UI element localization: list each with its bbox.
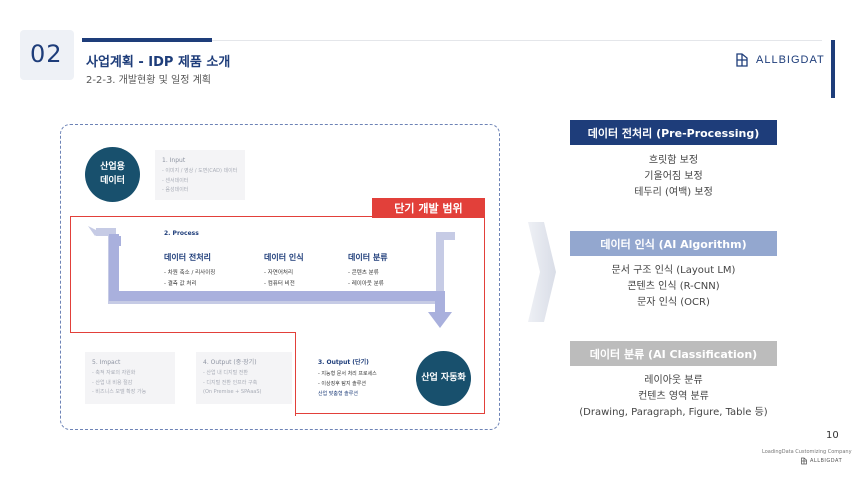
section-number: 02 [30,40,63,68]
panel-item: (Drawing, Paragraph, Figure, Table 등) [579,407,768,418]
process-column-title: 데이터 분류 [348,253,388,262]
impact-item: - 축적 자료의 자원화 [92,370,136,377]
logo-text: ALLBIGDAT [756,54,825,66]
process-column-title: 데이터 전처리 [164,253,211,262]
panel-item: 레이아웃 분류 [644,375,703,386]
header-divider [212,40,822,41]
process-item: - 자연어처리 [264,270,294,276]
output-short-link: 산업 맞춤형 솔루션 [318,391,358,397]
output-mid-long-box: 4. Output (중·장기) - 산업 내 디지털 전환 - 디지털 전환 … [196,352,292,404]
process-item: - 레이아웃 분류 [348,281,384,287]
panel-item: 문서 구조 인식 (Layout LM) [611,265,736,276]
page-number: 10 [826,430,839,441]
impact-box: 5. Impact - 축적 자료의 자원화 - 산업 내 비용 절감 - 비즈… [85,352,175,404]
process-column-title: 데이터 인식 [264,253,304,262]
process-column: 데이터 분류 - 콘텐츠 분류 - 레이아웃 분류 [348,252,388,290]
header-side-bar [831,40,835,98]
impact-item: - 비즈니스 모델 확장 가능 [92,389,147,396]
header-accent-bar [82,38,212,42]
panel-recognition-title: 데이터 인식 (AI Algorithm) [570,231,777,256]
footer-logo-icon [801,457,807,465]
input-item: - 이미지 / 영상 / 도면(CAD) 데이터 [162,168,238,175]
diagram-frame [60,124,500,430]
input-item: - 음성데이터 [162,187,189,194]
input-item: - 센서데이터 [162,177,189,184]
panel-item: 흐릿함 보정 [648,155,699,166]
page-subtitle: 2-2-3. 개발현황 및 일정 계획 [86,75,211,86]
panel-item: 콘텐츠 인식 (R-CNN) [627,281,720,292]
output-mid-item: (On Premise + SPAaaS) [203,389,262,396]
panel-classification-list: 레이아웃 분류 컨텐츠 영역 분류 (Drawing, Paragraph, F… [570,373,777,421]
process-column: 데이터 전처리 - 차원 축소 / 리사이징 - 결측 값 처리 [164,252,215,290]
process-item: - 차원 축소 / 리사이징 [164,270,216,276]
panel-preprocessing-list: 흐릿함 보정 기울어짐 보정 테두리 (여백) 보정 [570,153,777,201]
panel-recognition-list: 문서 구조 인식 (Layout LM) 콘텐츠 인식 (R-CNN) 문자 인… [570,263,777,311]
output-mid-item: - 산업 내 디지털 전환 [203,370,248,377]
output-mid-title: 4. Output (중·장기) [203,359,257,366]
footer-company: LoadingData Customizing Company [762,449,852,455]
impact-item: - 산업 내 비용 절감 [92,379,133,386]
process-item: - 결측 값 처리 [164,281,197,287]
company-logo: ALLBIGDAT [734,52,825,68]
input-data-circle: 산업용 데이터 [85,147,140,202]
logo-mark-icon [736,53,748,67]
page-title: 사업계획 - IDP 제품 소개 [86,55,231,70]
panel-preprocessing-title: 데이터 전처리 (Pre-Processing) [570,120,777,145]
output-short-term-box: 3. Output (단기) - 지능형 문서 처리 프로세스 - 이상징후 탐… [312,352,404,404]
output-short-item: - 지능형 문서 처리 프로세스 [318,371,377,377]
process-item: - 컴퓨터 비전 [264,281,295,287]
input-circle-line: 산업용 [100,162,125,172]
footer-logo: ALLBIGDAT [800,457,842,465]
output-short-item: - 이상징후 탐지 솔루션 [318,381,366,387]
panel-classification-title: 데이터 분류 (AI Classification) [570,341,777,366]
impact-title: 5. Impact [92,359,121,366]
process-column: 데이터 인식 - 자연어처리 - 컴퓨터 비전 [264,252,304,290]
panel-item: 기울어짐 보정 [644,171,703,182]
footer-logo-text: ALLBIGDAT [810,458,843,464]
panel-item: 컨텐츠 영역 분류 [638,391,709,402]
section-number-box [20,30,74,80]
process-label: 2. Process [164,230,199,237]
output-mid-item: - 디지털 전환 인프라 구축 [203,379,258,386]
input-box: 1. Input - 이미지 / 영상 / 도면(CAD) 데이터 - 센서데이… [155,150,245,200]
input-circle-line: 데이터 [100,175,125,186]
panel-item: 문자 인식 (OCR) [637,297,710,308]
process-item: - 콘텐츠 분류 [348,270,379,276]
panel-item: 테두리 (여백) 보정 [634,187,713,198]
input-title: 1. Input [162,157,186,164]
output-short-title: 3. Output (단기) [318,359,369,366]
scope-label: 단기 개발 범위 [372,198,485,218]
output-automation-circle: 산업 자동화 [416,351,471,406]
